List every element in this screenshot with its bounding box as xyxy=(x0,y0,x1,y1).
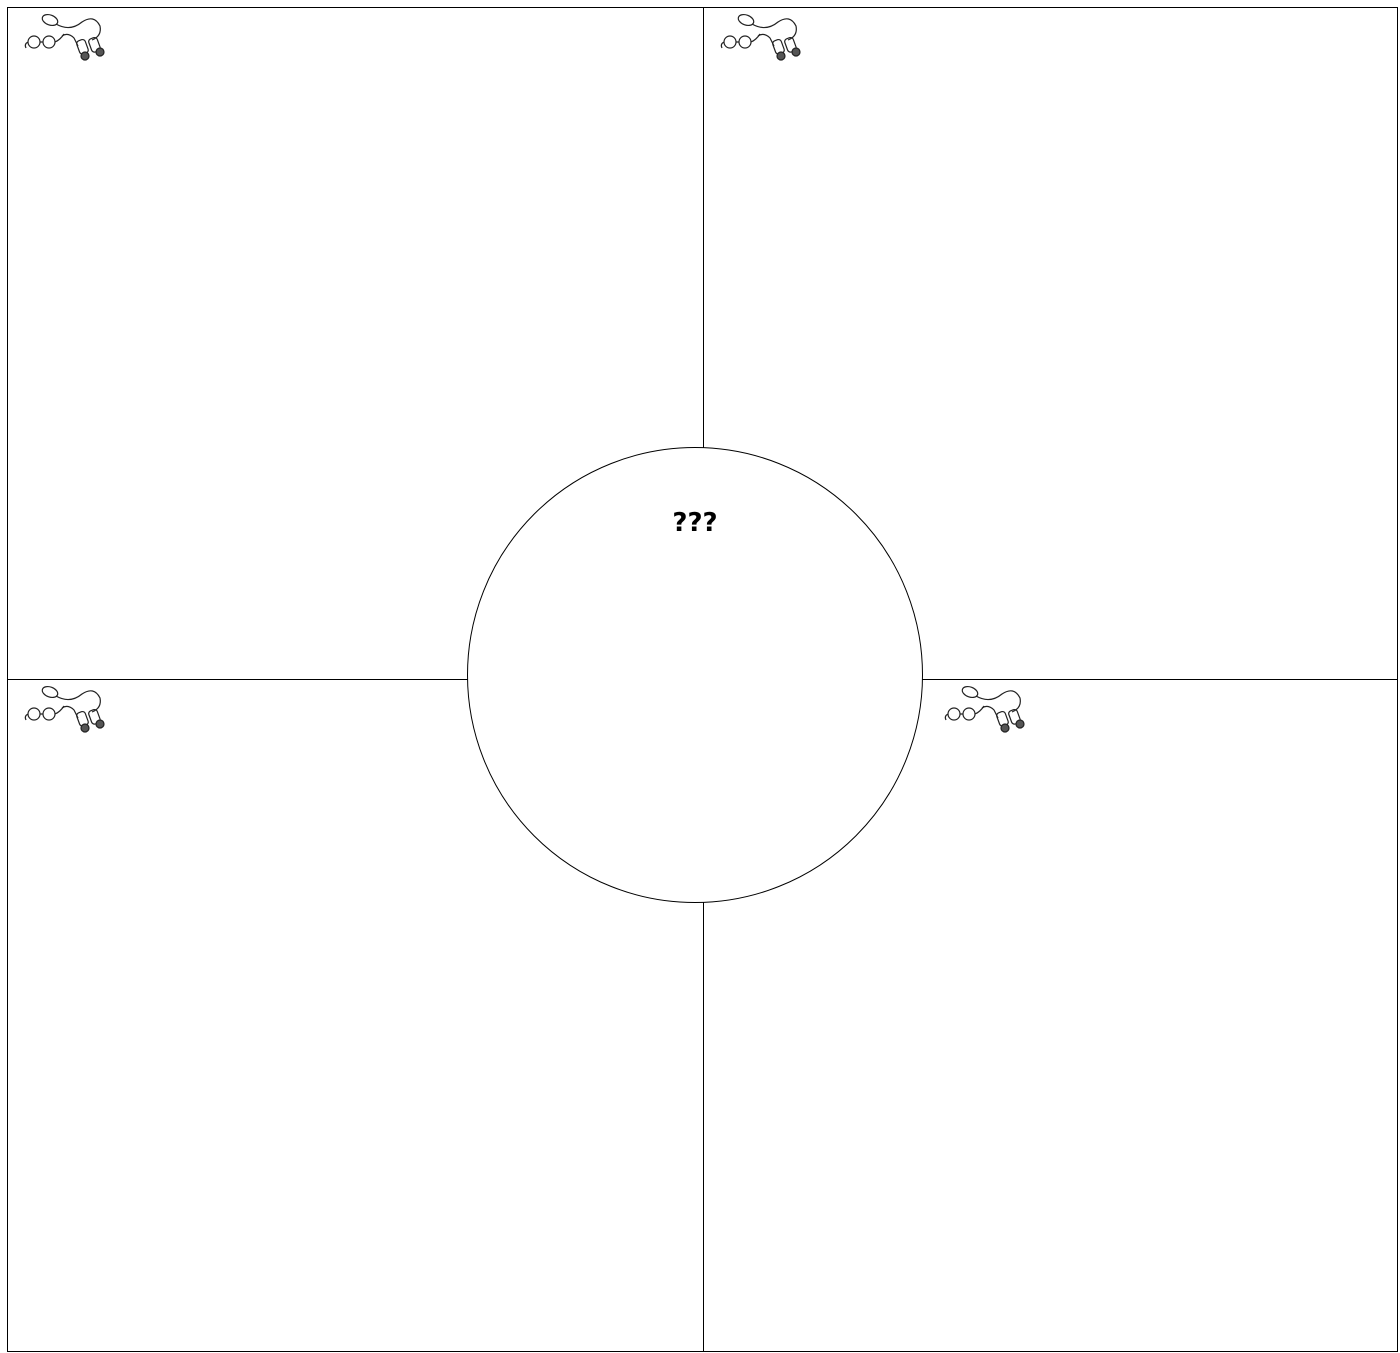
center-label: ??? xyxy=(468,508,922,538)
cropped-header-text xyxy=(0,0,1400,7)
center-circle: ??? xyxy=(467,447,923,903)
spyglass-binoculars-icon xyxy=(718,12,808,68)
spyglass-binoculars-icon xyxy=(942,684,1032,740)
spyglass-binoculars-icon xyxy=(22,684,112,740)
divider-horizontal-right xyxy=(922,679,1398,680)
divider-vertical-top xyxy=(703,7,704,448)
divider-horizontal-left xyxy=(7,679,468,680)
divider-vertical-bottom xyxy=(703,902,704,1352)
spyglass-binoculars-icon xyxy=(22,12,112,68)
